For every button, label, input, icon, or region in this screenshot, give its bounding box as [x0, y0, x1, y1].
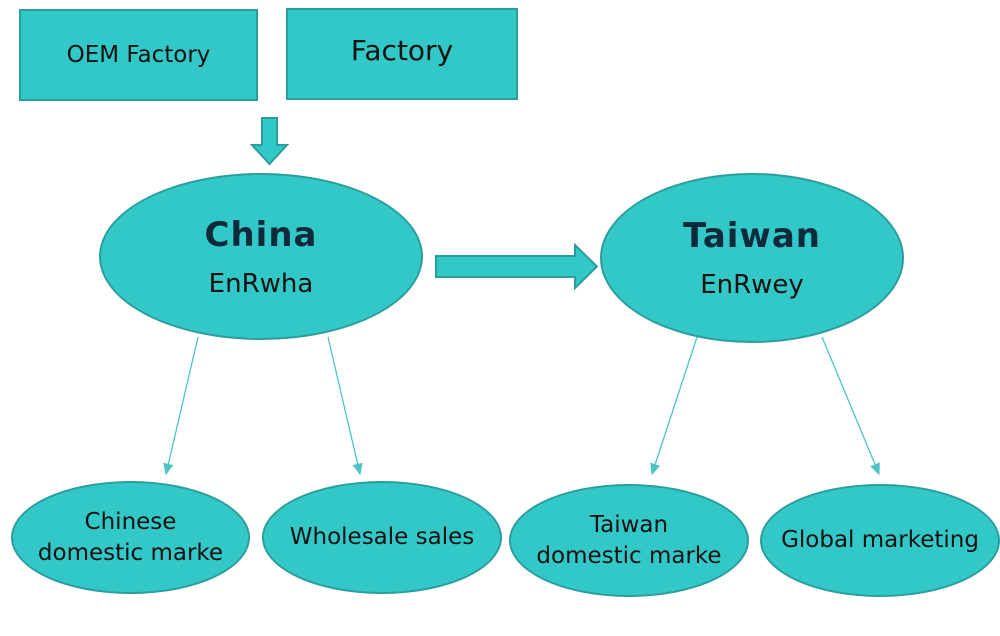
chinese-market-line1: Chinese: [84, 508, 177, 535]
oem-factory-label: OEM Factory: [66, 42, 211, 68]
taiwan-domestic-market-node: Taiwan domestic marke: [509, 484, 749, 597]
taiwan-market-line1: Taiwan: [589, 511, 669, 538]
taiwan-market-line2: domestic marke: [536, 542, 722, 569]
taiwan-title: Taiwan: [683, 216, 821, 256]
wholesale-label: Wholesale sales: [289, 524, 475, 550]
china-title: China: [204, 214, 318, 255]
oem-factory-box: OEM Factory: [19, 9, 258, 101]
right-block-arrow: [435, 242, 599, 291]
wholesale-sales-node: Wholesale sales: [262, 481, 502, 594]
taiwan-subtitle: EnRwey: [700, 270, 804, 300]
taiwan-node: Taiwan EnRwey: [600, 173, 904, 343]
connector-china-wholesale: [327, 336, 363, 476]
china-node: China EnRwha: [99, 173, 423, 340]
factory-box: Factory: [286, 8, 518, 100]
chinese-domestic-market-node: Chinese domestic marke: [11, 481, 250, 594]
connector-taiwan-taiwan-market: [650, 336, 698, 476]
chinese-market-line2: domestic marke: [37, 539, 224, 566]
down-block-arrow: [249, 117, 290, 166]
global-marketing-label: Global marketing: [781, 527, 979, 553]
connector-china-chinese-market: [163, 336, 199, 476]
factory-label: Factory: [350, 33, 454, 67]
connector-taiwan-global: [821, 336, 880, 476]
china-subtitle: EnRwha: [208, 268, 314, 299]
global-marketing-node: Global marketing: [760, 484, 1000, 597]
